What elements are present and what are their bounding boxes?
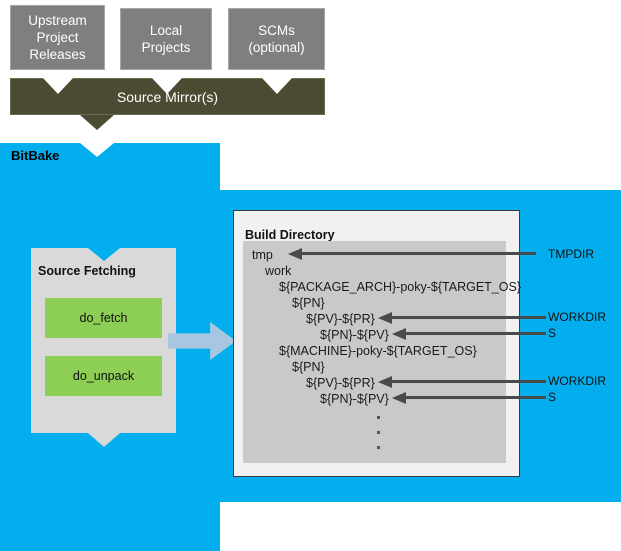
build-directory-tree xyxy=(243,241,506,463)
tree-item-tmp: tmp xyxy=(252,248,273,262)
task-do-unpack: do_unpack xyxy=(45,356,162,396)
mirror-to-bitbake-arrow-icon xyxy=(80,115,114,130)
annotation-workdir-1: WORKDIR xyxy=(548,310,606,324)
tree-ellipsis-dot xyxy=(377,446,380,449)
source-box-label: Upstream Project Releases xyxy=(28,13,87,62)
annotation-s-1: S xyxy=(548,326,557,340)
source-box-scms-optional: SCMs (optional) xyxy=(228,8,325,70)
task-label: do_fetch xyxy=(79,311,128,325)
annotation-workdir-2: WORKDIR xyxy=(548,374,606,388)
task-label: do_unpack xyxy=(72,369,135,383)
build-directory-title: Build Directory xyxy=(245,228,335,242)
pointer-line-workdir-2 xyxy=(390,380,546,383)
tree-item-pn-1: ${PN} xyxy=(292,296,325,310)
tree-item-pv-pr-2: ${PV}-${PR} xyxy=(306,376,375,390)
source-mirrors-label: Source Mirror(s) xyxy=(116,88,219,105)
pointer-line-s-1 xyxy=(404,332,546,335)
source-box-local-projects: Local Projects xyxy=(120,8,212,70)
tree-item-pn-pv-2: ${PN}-${PV} xyxy=(320,392,389,406)
source-fetching-panel xyxy=(31,248,176,433)
tree-item-pv-pr-1: ${PV}-${PR} xyxy=(306,312,375,326)
bitbake-label: BitBake xyxy=(11,148,60,163)
tree-item-work: work xyxy=(265,264,292,278)
tree-ellipsis-dot xyxy=(377,416,380,419)
tree-item-package-arch: ${PACKAGE_ARCH}-poky-${TARGET_OS} xyxy=(279,280,521,294)
tree-ellipsis-dot xyxy=(377,431,380,434)
pointer-line-workdir-1 xyxy=(390,316,546,319)
annotation-tmpdir: TMPDIR xyxy=(548,247,594,261)
source-box-label: Local Projects xyxy=(141,23,191,55)
tree-item-pn-pv-1: ${PN}-${PV} xyxy=(320,328,389,342)
tree-item-machine: ${MACHINE}-poky-${TARGET_OS} xyxy=(279,344,477,358)
source-fetching-title: Source Fetching xyxy=(38,264,136,278)
task-do-fetch: do_fetch xyxy=(45,298,162,338)
pointer-line-s-2 xyxy=(404,396,546,399)
tree-item-pn-2: ${PN} xyxy=(292,360,325,374)
source-box-upstream-project-releases: Upstream Project Releases xyxy=(10,5,105,70)
source-box-label: SCMs (optional) xyxy=(248,23,305,55)
pointer-line-tmpdir xyxy=(300,252,536,255)
annotation-s-2: S xyxy=(548,390,557,404)
